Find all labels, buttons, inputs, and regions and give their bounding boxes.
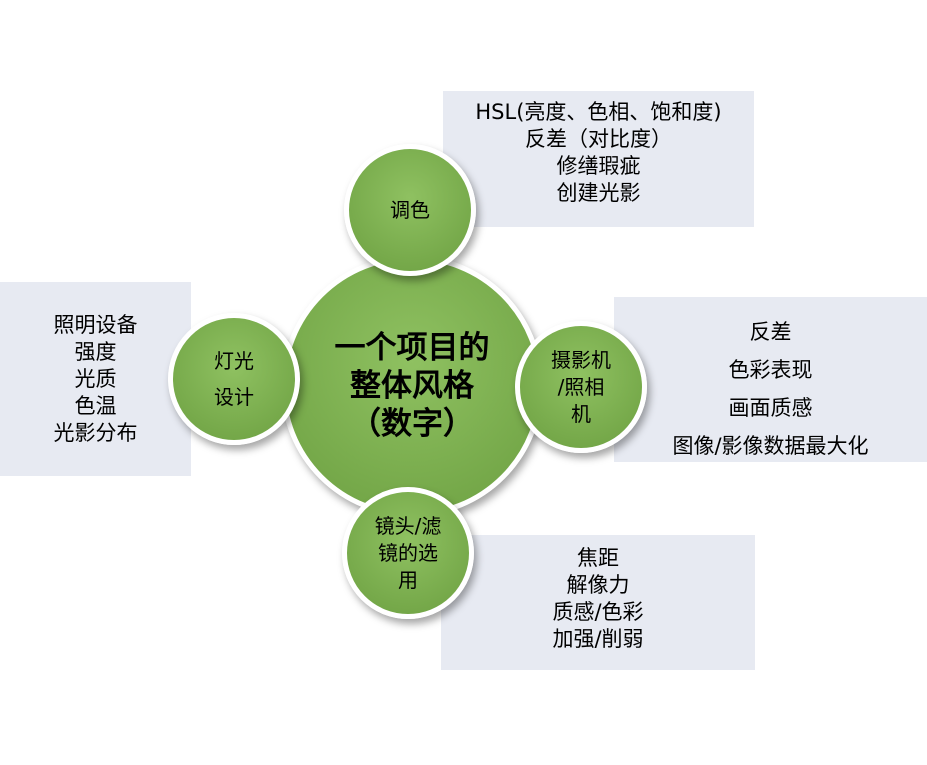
node-left-line-1: 灯光 — [214, 349, 254, 373]
box-top-line-4: 创建光影 — [556, 181, 641, 205]
box-left-line-2: 强度 — [74, 340, 117, 364]
box-top-line-1: HSL(亮度、色相、饱和度) — [475, 100, 722, 124]
node-bottom-line-3: 用 — [398, 567, 418, 592]
center-line-2: 整体风格 — [350, 368, 474, 404]
info-box-left: 照明设备 强度 光质 色温 光影分布 — [0, 282, 191, 476]
box-right-line-2: 色彩表现 — [728, 358, 813, 382]
center-line-1: 一个项目的 — [334, 330, 490, 366]
box-bottom-line-2: 解像力 — [566, 573, 630, 597]
box-left-line-5: 光影分布 — [53, 421, 138, 445]
box-bottom-line-1: 焦距 — [577, 546, 619, 570]
node-right: 摄影机 /照相 机 — [515, 321, 647, 453]
node-left-line-2: 设计 — [214, 385, 254, 409]
info-box-top: HSL(亮度、色相、饱和度) 反差（对比度） 修缮瑕疵 创建光影 — [443, 91, 754, 227]
box-left-line-3: 光质 — [74, 367, 117, 391]
center-line-3: （数字） — [350, 406, 474, 442]
box-left-line-1: 照明设备 — [53, 313, 138, 337]
node-top: 调色 — [344, 144, 476, 276]
info-box-bottom: 焦距 解像力 质感/色彩 加强/削弱 — [441, 535, 755, 670]
node-left: 灯光 设计 — [168, 313, 300, 445]
node-right-line-1: 摄影机 — [551, 347, 611, 372]
box-right-line-4: 图像/影像数据最大化 — [672, 434, 869, 458]
box-right-line-1: 反差 — [749, 320, 792, 344]
box-bottom-line-4: 加强/削弱 — [552, 627, 644, 651]
node-bottom: 镜头/滤 镜的选 用 — [342, 487, 474, 619]
box-top-line-2: 反差（对比度） — [525, 127, 672, 151]
center-node: 一个项目的 整体风格 （数字） — [281, 255, 543, 517]
node-bottom-line-2: 镜的选 — [378, 540, 438, 565]
box-top-line-3: 修缮瑕疵 — [556, 154, 641, 178]
node-right-line-2: /照相 — [557, 374, 605, 399]
node-top-line-1: 调色 — [390, 197, 430, 222]
box-right-line-3: 画面质感 — [728, 396, 813, 420]
node-right-line-3: 机 — [571, 401, 591, 426]
box-left-line-4: 色温 — [74, 394, 117, 418]
node-bottom-line-1: 镜头/滤 — [374, 513, 442, 538]
box-bottom-line-3: 质感/色彩 — [552, 600, 644, 624]
info-box-right: 反差 色彩表现 画面质感 图像/影像数据最大化 — [614, 297, 927, 462]
